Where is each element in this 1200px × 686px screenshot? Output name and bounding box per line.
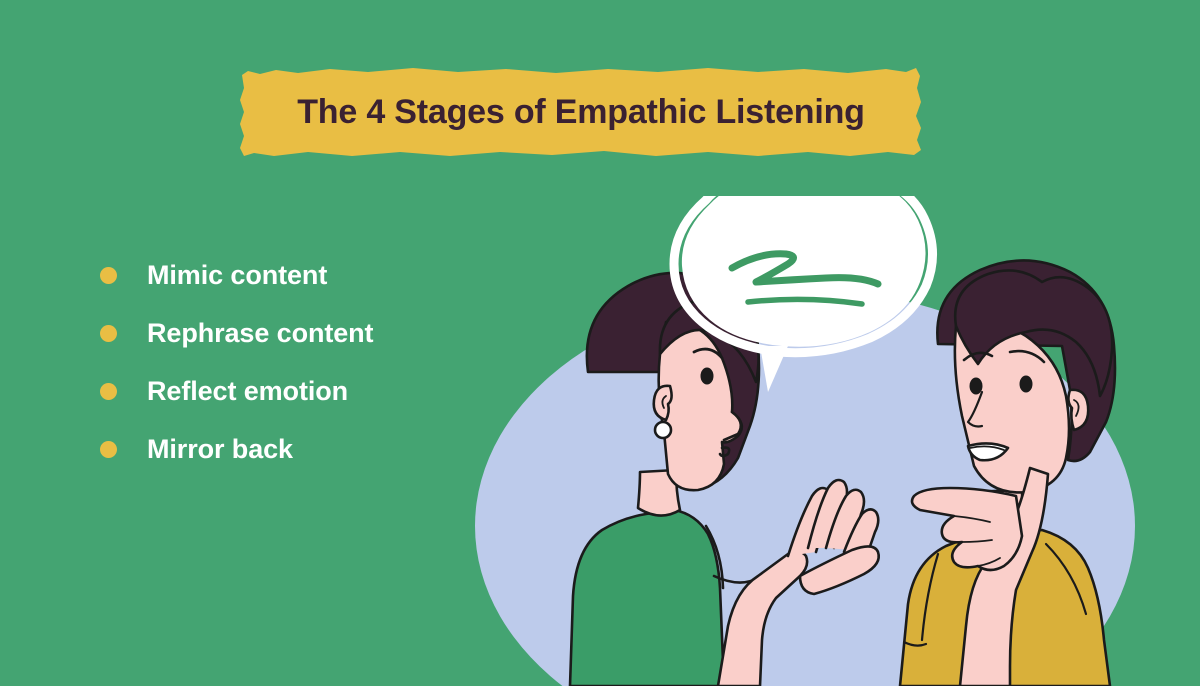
speech-bubble (669, 196, 938, 392)
title-banner-shape (240, 68, 921, 156)
conversation-illustration (470, 196, 1200, 686)
list-item-label: Rephrase content (147, 317, 374, 348)
title-banner: The 4 Stages of Empathic Listening (238, 66, 924, 158)
page-title: The 4 Stages of Empathic Listening (297, 92, 865, 131)
list-item: Rephrase content (100, 304, 520, 362)
list-item: Mirror back (100, 420, 520, 478)
speech-scribble-line-2 (745, 296, 865, 307)
bullet-dot-icon (100, 266, 117, 284)
list-item-label: Reflect emotion (147, 375, 349, 406)
illustration-artwork (475, 196, 1135, 686)
figure-man-speaking (898, 259, 1117, 686)
speech-bubble-tail (760, 346, 788, 392)
list-item-label: Mirror back (147, 433, 293, 464)
speech-scribble-line-1 (728, 250, 882, 288)
list-item: Mimic content (100, 246, 520, 304)
list-item-label: Mimic content (147, 259, 328, 290)
pearl-earring-icon (653, 420, 673, 440)
speech-bubble-outline (669, 196, 938, 358)
bullet-list: Mimic content Rephrase content Reflect e… (100, 246, 520, 478)
bullet-dot-icon (100, 324, 117, 342)
bullet-dot-icon (100, 382, 117, 400)
list-item: Reflect emotion (100, 362, 520, 420)
bullet-dot-icon (100, 440, 117, 458)
speech-bubble-body (681, 196, 926, 347)
figure-woman-listening (568, 271, 880, 686)
